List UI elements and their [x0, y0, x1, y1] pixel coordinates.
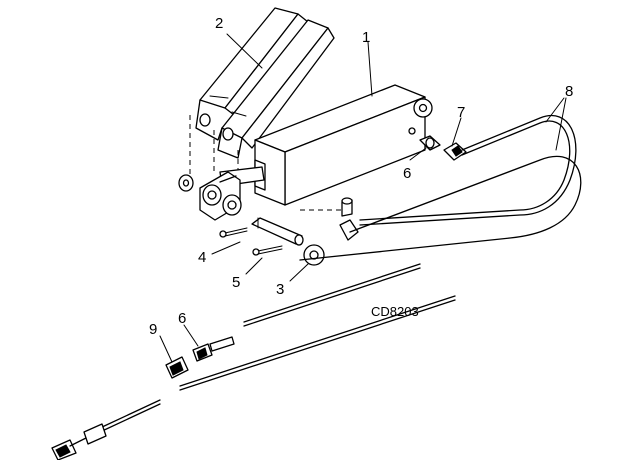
- callout-6-upper: 6: [403, 165, 411, 182]
- fitting-adapter-lower: [192, 343, 213, 362]
- callout-8: 8: [565, 83, 573, 100]
- callout-6-lower: 6: [178, 310, 186, 327]
- rod-clevis: [199, 171, 242, 221]
- cotter-pins: [219, 227, 283, 256]
- hose-lines-lower: [179, 263, 456, 391]
- leader-lines: [159, 33, 567, 363]
- clevis-pin: [251, 217, 304, 246]
- drawing-code: CD8203: [371, 304, 419, 319]
- washer: [303, 244, 325, 266]
- callout-5: 5: [232, 274, 240, 291]
- callout-1: 1: [362, 29, 370, 46]
- callout-9: 9: [149, 321, 157, 338]
- hydraulic-hoses: [299, 115, 582, 261]
- hose-end-bottom: [51, 399, 161, 460]
- callout-2: 2: [215, 15, 223, 32]
- lift-arm-bracket: [195, 7, 335, 159]
- callout-7: 7: [457, 104, 465, 121]
- washer-left: [178, 174, 194, 192]
- elbow-fitting-lower: [339, 197, 359, 241]
- hydraulic-cylinder: [219, 84, 433, 206]
- fitting-nut-lower: [165, 356, 189, 379]
- elbow-fitting-upper: [443, 142, 467, 161]
- callout-4: 4: [198, 249, 206, 266]
- callout-3: 3: [276, 281, 284, 298]
- fitting-adapter-upper: [419, 135, 441, 151]
